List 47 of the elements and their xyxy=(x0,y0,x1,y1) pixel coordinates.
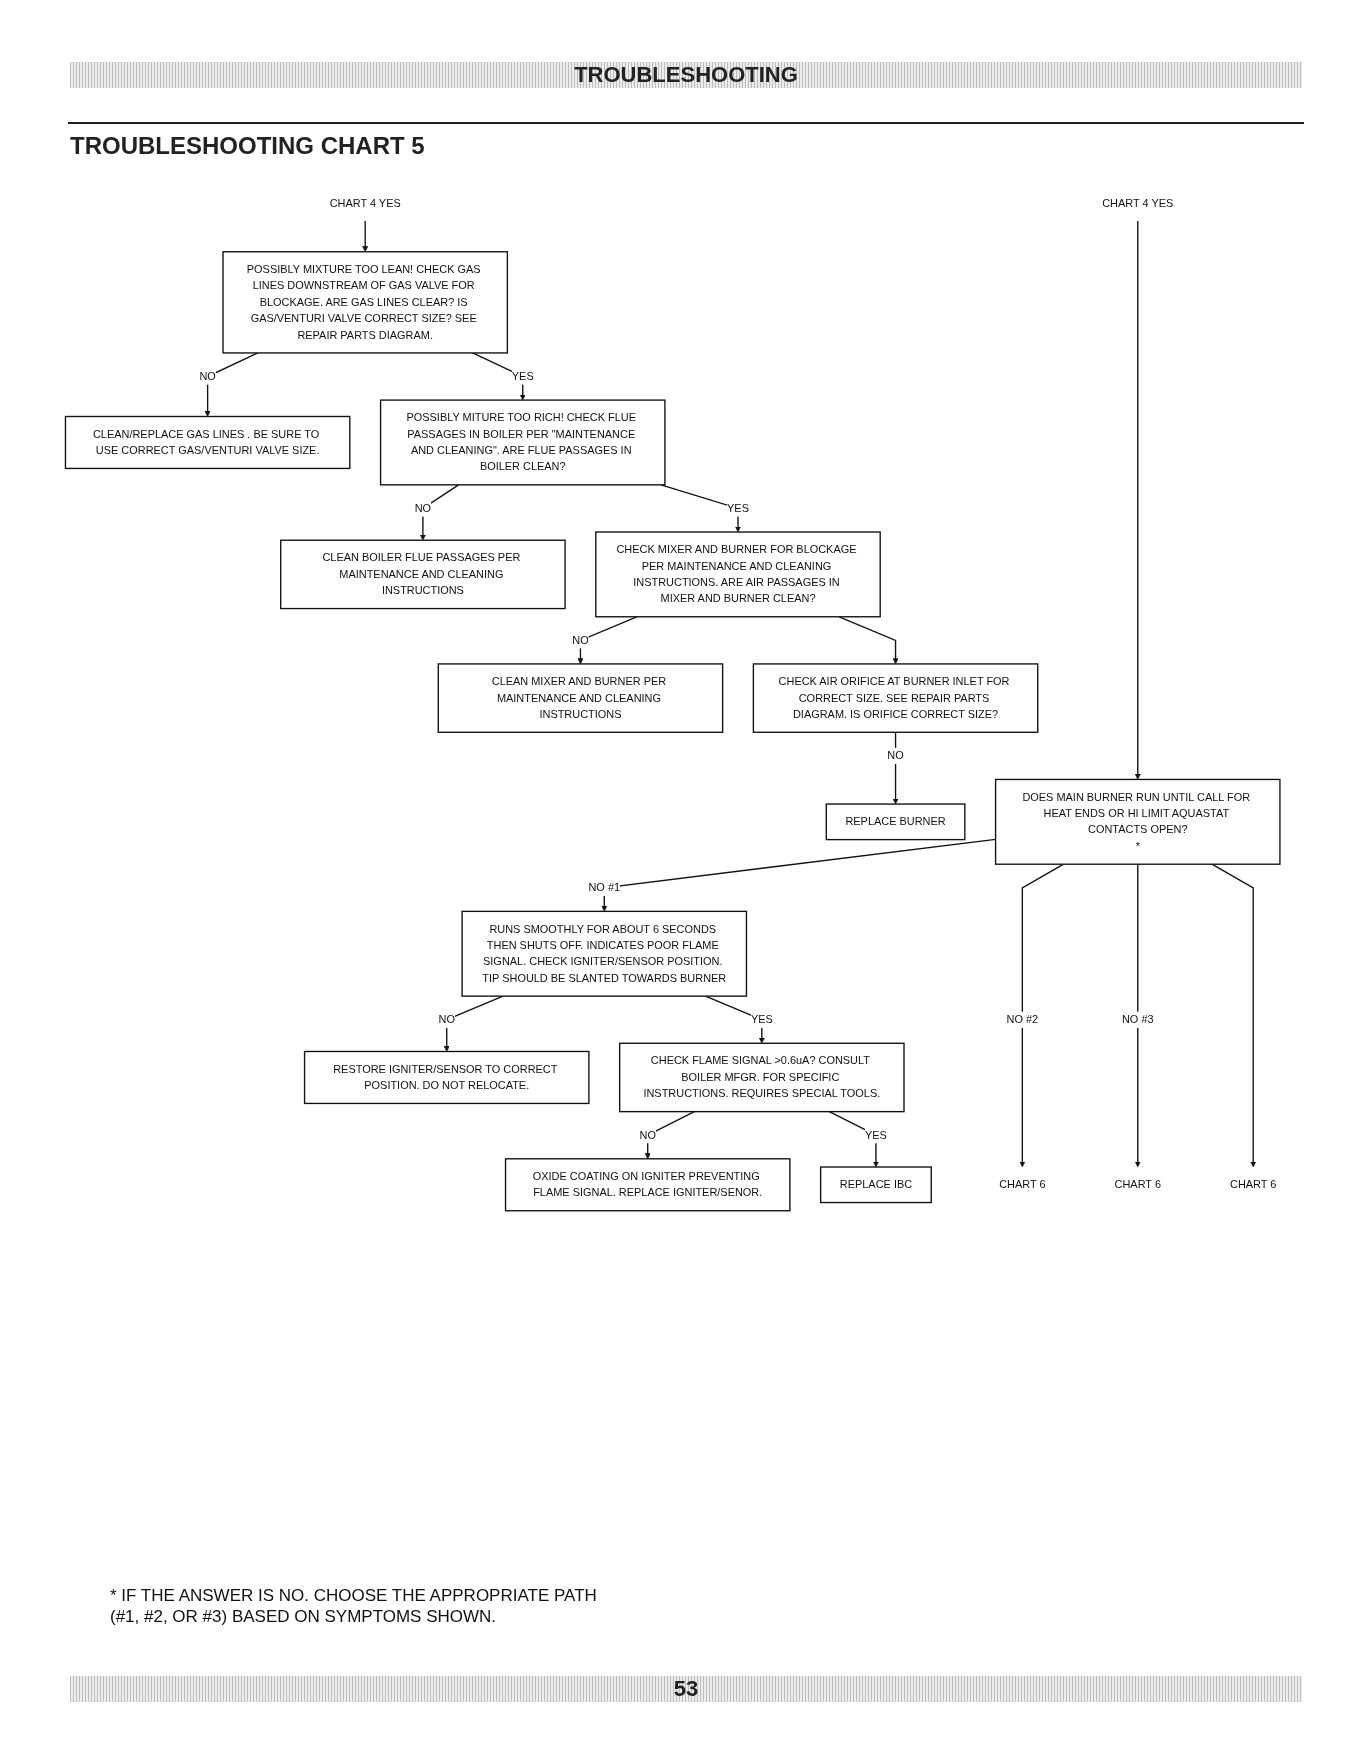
arrow xyxy=(1211,863,1257,1168)
arrow xyxy=(1134,220,1141,780)
arrow xyxy=(1134,863,1141,1168)
node-box: POSSIBLY MIXTURE TOO LEAN! CHECK GAS LINES DOWNSTREAM OF GAS VALVE FOR BLOCKAGE. ARE GAS LINES CLEAR? IS GAS/VENTURI VALVE CORRECT SIZE? SEE REPAIR PARTS DIAGRAM. xyxy=(222,251,509,354)
edge-label: YES xyxy=(727,502,749,514)
node-box: CHECK FLAME SIGNAL >0.6uA? CONSULT BOILER MFGR. FOR SPECIFIC INSTRUCTIONS. REQUIRES SPECIAL TOOLS. xyxy=(618,1042,905,1113)
node-box: DOES MAIN BURNER RUN UNTIL CALL FOR HEAT ENDS OR HI LIMIT AQUASTAT CONTACTS OPEN? * xyxy=(994,778,1281,865)
arrow xyxy=(1019,863,1065,1168)
node-box: CLEAN MIXER AND BURNER PER MAINTENANCE AND CLEANING INSTRUCTIONS xyxy=(437,663,724,733)
node-text: CHART 4 YES xyxy=(1102,197,1174,209)
node-box: POSSIBLY MITURE TOO RICH! CHECK FLUE PASSAGES IN BOILER PER "MAINTENANCE AND CLEANING". ARE FLUE PASSAGES IN BOILER CLEAN? xyxy=(379,399,666,486)
edge-label: NO xyxy=(414,502,432,514)
edge-label: NO xyxy=(199,370,216,382)
arrow xyxy=(419,484,460,541)
footnote: * IF THE ANSWER IS NO. CHOOSE THE APPROPRIATE PATH (#1, #2, OR #3) BASED ON SYMPTOMS SHOWN. xyxy=(110,1585,598,1627)
arrow xyxy=(204,352,259,417)
arrow xyxy=(838,616,899,665)
arrow xyxy=(362,220,369,253)
node-text: CHART 4 YES xyxy=(329,197,401,209)
arrow xyxy=(892,731,899,805)
edge-label: NO #1 xyxy=(588,881,621,894)
node-text: CHART 6 xyxy=(999,1178,1046,1191)
node-box: REPLACE BURNER xyxy=(825,803,966,841)
edge-label: NO xyxy=(438,1013,455,1026)
node-box: CLEAN BOILER FLUE PASSAGES PER MAINTENANCE AND CLEANING INSTRUCTIONS xyxy=(280,539,566,610)
page-number: 53 xyxy=(672,1676,700,1702)
edge-label: NO xyxy=(639,1129,656,1141)
edge-label: NO #3 xyxy=(1121,1013,1154,1026)
arrow xyxy=(577,616,638,665)
section-heading: TROUBLESHOOTING xyxy=(573,62,799,88)
edge-label: NO #2 xyxy=(1006,1013,1039,1026)
node-text: CHART 6 xyxy=(1230,1178,1277,1191)
edge-label: YES xyxy=(511,370,534,382)
edge-label: NO xyxy=(572,634,589,646)
node-text: CHART 6 xyxy=(1114,1178,1161,1191)
edge-label: YES xyxy=(865,1129,887,1141)
edge-label: NO xyxy=(887,749,904,762)
node-box: OXIDE COATING ON IGNITER PREVENTING FLAME SIGNAL. REPLACE IGNITER/SENOR. xyxy=(504,1158,791,1212)
edge-label: YES xyxy=(750,1013,773,1026)
node-box: REPLACE IBC xyxy=(819,1166,932,1204)
node-box: RESTORE IGNITER/SENSOR TO CORRECT POSITION. DO NOT RELOCATE. xyxy=(303,1050,590,1105)
arrow xyxy=(644,1110,695,1160)
chart-title: TROUBLESHOOTING CHART 5 xyxy=(70,132,425,160)
node-box: CHECK MIXER AND BURNER FOR BLOCKAGE PER MAINTENANCE AND CLEANING INSTRUCTIONS. ARE AIR PASSAGES IN MIXER AND BURNER CLEAN? xyxy=(595,531,881,618)
node-box: RUNS SMOOTHLY FOR ABOUT 6 SECONDS THEN SHUTS OFF. INDICATES POOR FLAME SIGNAL. CHECK IGNITER/SENSOR POSITION. TIP SHOULD BE SLANTED TOWARDS BURNER xyxy=(461,910,748,997)
node-box: CLEAN/REPLACE GAS LINES . BE SURE TO USE CORRECT GAS/VENTURI VALVE SIZE. xyxy=(64,415,351,470)
node-box: CHECK AIR ORIFICE AT BURNER INLET FOR CORRECT SIZE. SEE REPAIR PARTS DIAGRAM. IS ORIFICE CORRECT SIZE? xyxy=(752,663,1039,733)
